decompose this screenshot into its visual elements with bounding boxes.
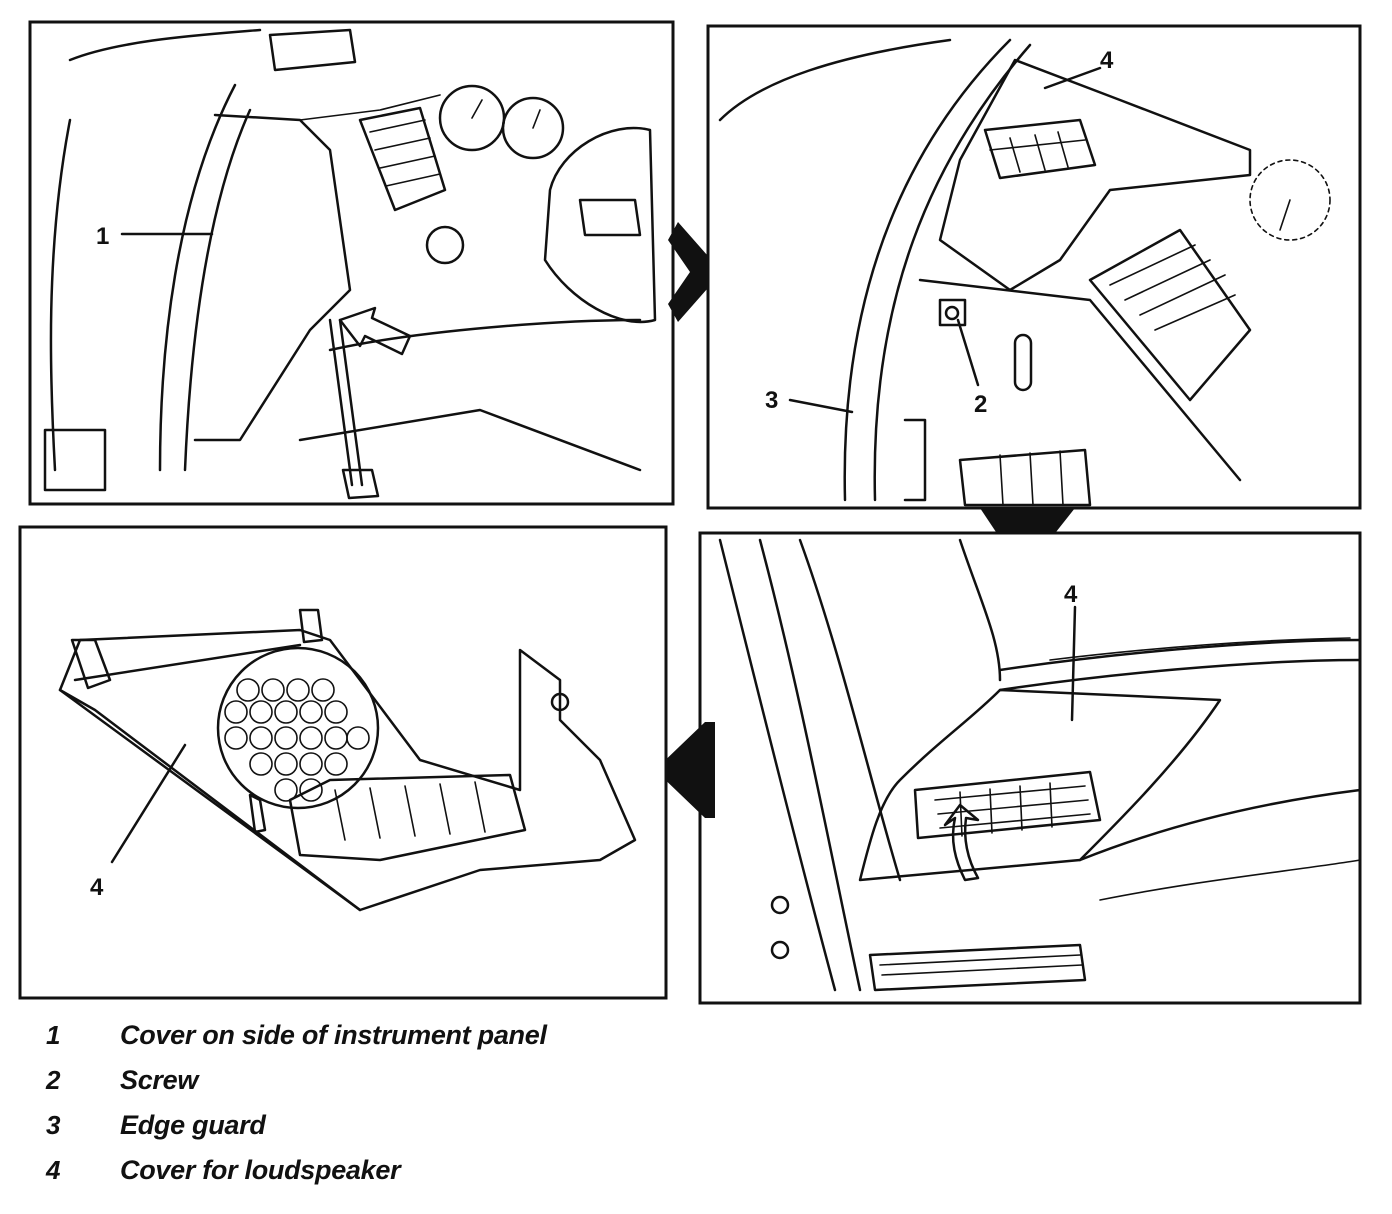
step-arrow-right <box>668 222 722 322</box>
diagram-stage: 1 4 2 3 <box>18 20 1362 1005</box>
legend-text: Edge guard <box>120 1110 266 1140</box>
legend-number: 2 <box>46 1065 61 1095</box>
legend-number: 1 <box>46 1020 61 1050</box>
legend-number: 4 <box>46 1155 61 1185</box>
legend: 1 Cover on side of instrument panel 2 Sc… <box>40 1020 740 1200</box>
panel-2-callout-2: 2 <box>974 391 987 418</box>
legend-item: 3 Edge guard <box>40 1110 740 1155</box>
legend-text: Cover for loudspeaker <box>120 1155 401 1185</box>
legend-text: Cover on side of instrument panel <box>120 1020 547 1050</box>
step-arrow-left <box>655 722 715 818</box>
legend-item: 2 Screw <box>40 1065 740 1110</box>
panel-step-4: 4 <box>18 525 668 1000</box>
legend-item: 1 Cover on side of instrument panel <box>40 1020 740 1065</box>
panel-1-callout-1: 1 <box>96 223 109 250</box>
panel-step-2: 4 2 3 <box>706 24 1362 510</box>
panel-3-callout-4: 4 <box>1064 581 1078 608</box>
panel-4-callout-4: 4 <box>90 874 104 901</box>
panel-step-3: 4 <box>698 531 1362 1005</box>
legend-item: 4 Cover for loudspeaker <box>40 1155 740 1200</box>
panel-step-1: 1 <box>28 20 675 506</box>
panel-2-callout-4: 4 <box>1100 47 1114 74</box>
panel-2-callout-3: 3 <box>765 387 778 414</box>
legend-number: 3 <box>46 1110 61 1140</box>
legend-text: Screw <box>120 1065 199 1095</box>
